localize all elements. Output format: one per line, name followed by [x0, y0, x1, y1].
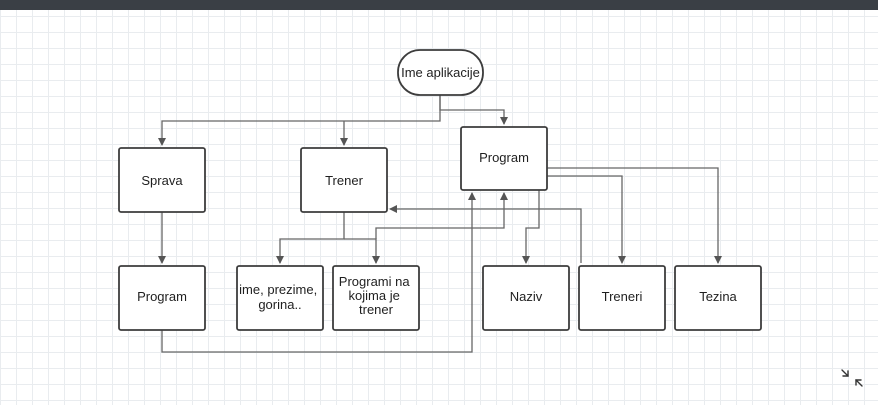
node-naziv-label: Naziv — [510, 289, 543, 304]
node-sprava-label: Sprava — [141, 173, 183, 188]
connector-trener-programs — [344, 238, 380, 264]
connector-root-sprava — [158, 95, 441, 146]
node-trener-programs-line-2: kojima je — [349, 288, 400, 303]
node-trener-programs-line-3: trener — [359, 302, 394, 317]
top-toolbar-strip — [0, 0, 878, 10]
node-trener-info-line-2: gorina.. — [258, 297, 301, 312]
node-sprava[interactable] — [118, 147, 206, 213]
node-root[interactable] — [397, 49, 484, 96]
connector-trener-info — [276, 212, 345, 264]
node-trener-info[interactable] — [236, 265, 324, 331]
collapse-arrows-icon[interactable] — [838, 366, 866, 390]
connector-program-tezina — [547, 167, 722, 264]
connector-programbottom-program — [161, 192, 476, 353]
connector-program-naziv — [522, 190, 540, 264]
node-root-label: Ime aplikacije — [401, 65, 480, 80]
node-trener-programs-line-1: Programi na — [339, 274, 411, 289]
node-trener-label: Trener — [325, 173, 363, 188]
node-program-bottom-label: Program — [137, 289, 187, 304]
node-treneri[interactable] — [578, 265, 666, 331]
node-tezina[interactable] — [674, 265, 762, 331]
node-trener-programs[interactable] — [332, 265, 420, 331]
connectors — [158, 95, 722, 353]
connector-programs-program — [375, 192, 508, 239]
node-trener-info-line-1: ime, prezime, — [239, 282, 317, 297]
node-tezina-label: Tezina — [699, 289, 737, 304]
node-treneri-label: Treneri — [602, 289, 643, 304]
node-trener-programs-label: Programi na kojima je trener — [339, 274, 413, 317]
node-trener[interactable] — [300, 147, 388, 213]
node-program-bottom[interactable] — [118, 265, 206, 331]
node-program-top[interactable] — [460, 126, 548, 191]
collapse-arrows-glyph — [841, 369, 863, 387]
node-program-top-label: Program — [479, 150, 529, 165]
connector-program-treneri — [547, 175, 626, 264]
node-naziv[interactable] — [482, 265, 570, 331]
connector-treneri-trener — [389, 205, 582, 263]
connector-root-program — [439, 95, 508, 125]
node-trener-info-label: ime, prezime, gorina.. — [239, 282, 321, 312]
